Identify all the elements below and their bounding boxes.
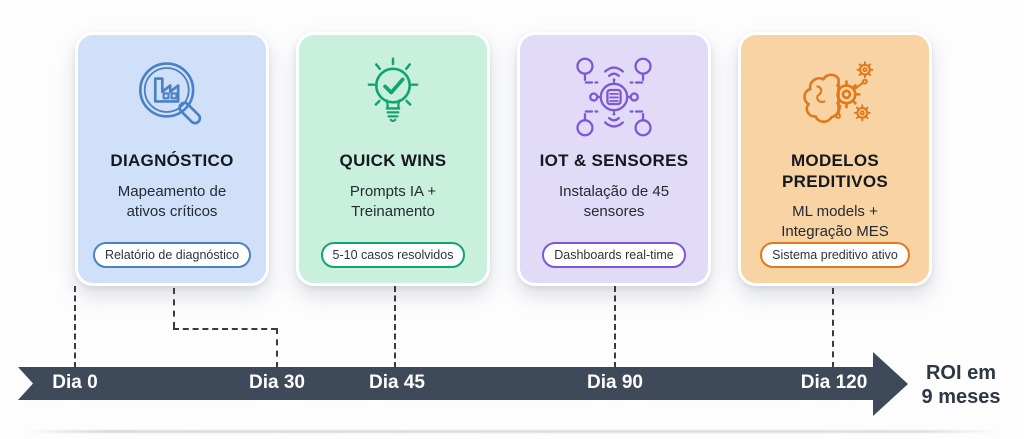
lightbulb-check-icon [367, 57, 419, 123]
connector-dia120 [832, 288, 834, 368]
iot-network-icon [576, 57, 652, 137]
card-diagnostico: DIAGNÓSTICO Mapeamento de ativos crítico… [75, 32, 269, 286]
timeline-label-dia0: Dia 0 [52, 371, 98, 393]
brain-gears-icon [803, 61, 874, 124]
connector-dia90 [614, 286, 616, 368]
card-title: DIAGNÓSTICO [110, 151, 234, 170]
deliverable-badge: Relatório de diagnóstico [92, 242, 252, 268]
deliverable-badge: Dashboards real-time [542, 242, 686, 268]
timeline-arrowhead-icon [873, 352, 908, 416]
timeline-arrow-bar: Dia 0 Dia 30 Dia 45 Dia 90 Dia 120 [18, 367, 874, 400]
timeline-label-dia30: Dia 30 [249, 371, 305, 393]
connector-dia30-elbow-top [173, 288, 175, 328]
card-title: IOT & SENSORES [539, 151, 689, 170]
connector-dia30 [276, 328, 278, 368]
magnifier-factory-icon [139, 62, 202, 125]
card-modelos-preditivos: MODELOS PREDITIVOS ML models + Integraçã… [738, 32, 932, 286]
connector-dia0 [74, 286, 76, 368]
card-iot-sensores: IOT & SENSORES Instalação de 45 sensores… [517, 32, 711, 286]
card-quick-wins: QUICK WINS Prompts IA + Treinamento 5-10… [296, 32, 490, 286]
card-description: Instalação de 45 sensores [558, 182, 670, 220]
timeline-label-dia120: Dia 120 [800, 371, 868, 393]
card-description: Prompts IA + Treinamento [349, 182, 437, 220]
card-title: QUICK WINS [339, 151, 447, 170]
card-title: MODELOS PREDITIVOS [782, 150, 888, 191]
card-description: Mapeamento de ativos críticos [117, 182, 227, 220]
cards-row: DIAGNÓSTICO Mapeamento de ativos crítico… [75, 32, 932, 286]
deliverable-badge: 5-10 casos resolvidos [320, 242, 466, 268]
connector-dia45 [394, 286, 396, 368]
bottom-edge-artifact [25, 430, 1000, 433]
deliverable-badge: Sistema preditivo ativo [760, 242, 910, 268]
timeline-label-dia45: Dia 45 [369, 371, 425, 393]
card-description: ML models + Integração MES [781, 203, 889, 241]
roi-label: ROI em 9 meses [921, 362, 1001, 408]
timeline-label-dia90: Dia 90 [587, 371, 643, 393]
connector-dia30-elbow-mid [173, 328, 277, 330]
